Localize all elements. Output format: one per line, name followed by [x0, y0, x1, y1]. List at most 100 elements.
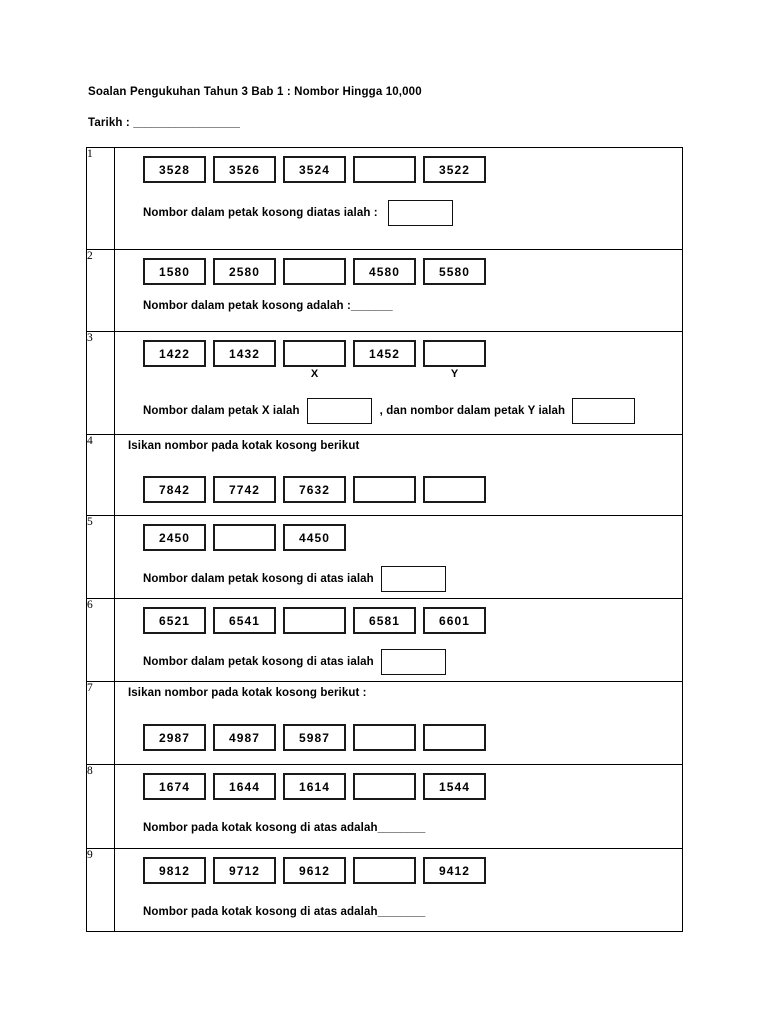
- xy-label: [213, 368, 276, 380]
- instruction-text: Isikan nombor pada kotak kosong berikut: [128, 440, 360, 452]
- answer-box[interactable]: [387, 200, 453, 226]
- number-box: 4450: [283, 524, 346, 551]
- number-box: 3522: [423, 156, 486, 183]
- question-prompt-row: Nombor dalam petak X ialah , dan nombor …: [115, 380, 682, 424]
- question-prompt-row: Nombor dalam petak kosong di atas ialah: [115, 551, 682, 592]
- number-box: 6601: [423, 607, 486, 634]
- question-body-9: 9812 9712 9612 9412 Nombor pada kotak ko…: [114, 848, 683, 932]
- answer-box-x[interactable]: [306, 398, 372, 424]
- prompt-text: Nombor dalam petak kosong di atas ialah: [143, 573, 374, 585]
- number-box: 5580: [423, 258, 486, 285]
- number-box: 3524: [283, 156, 346, 183]
- answer-blank-rule[interactable]: ________: [377, 822, 426, 834]
- number-box-strip: 7842 7742 7632: [115, 452, 682, 503]
- table-row: 1 3528 3526 3524 3522 Nombor dalam petak…: [86, 147, 683, 250]
- number-box-blank-y[interactable]: [423, 340, 486, 367]
- number-box: 1452: [353, 340, 416, 367]
- number-box-blank[interactable]: [423, 476, 486, 503]
- number-box-blank[interactable]: [283, 258, 346, 285]
- question-number: 9: [86, 848, 115, 932]
- number-box-blank-x[interactable]: [283, 340, 346, 367]
- xy-label: [353, 368, 416, 380]
- question-body-3: 1422 1432 1452 X Y Nombor dalam: [114, 331, 683, 435]
- number-box: 4580: [353, 258, 416, 285]
- number-box: 2580: [213, 258, 276, 285]
- number-box-blank[interactable]: [353, 156, 416, 183]
- answer-box[interactable]: [380, 566, 446, 592]
- question-body-8: 1674 1644 1614 1544 Nombor pada kotak ko…: [114, 764, 683, 849]
- question-number: 7: [86, 681, 115, 765]
- questions-table: 1 3528 3526 3524 3522 Nombor dalam petak…: [86, 147, 683, 932]
- question-prompt-row: Nombor dalam petak kosong di atas ialah: [115, 634, 682, 675]
- number-box: 7632: [283, 476, 346, 503]
- question-number: 8: [86, 764, 115, 849]
- number-box: 6581: [353, 607, 416, 634]
- prompt-text: Nombor pada kotak kosong di atas adalah: [143, 822, 378, 834]
- answer-box[interactable]: [380, 649, 446, 675]
- table-row: 9 9812 9712 9612 9412 Nombor pada kotak …: [86, 848, 683, 932]
- question-number: 1: [86, 147, 115, 250]
- table-row: 5 2450 4450 Nombor dalam petak kosong di…: [86, 515, 683, 599]
- number-box: 1422: [143, 340, 206, 367]
- number-box: 1580: [143, 258, 206, 285]
- number-box-strip: 1674 1644 1614 1544: [115, 765, 682, 800]
- number-box: 3526: [213, 156, 276, 183]
- number-box-strip: 3528 3526 3524 3522: [115, 148, 682, 183]
- number-box-blank[interactable]: [353, 773, 416, 800]
- prompt-text: Nombor dalam petak kosong adalah :: [143, 300, 351, 312]
- date-blank-rule[interactable]: __________________: [133, 117, 240, 129]
- number-box: 1614: [283, 773, 346, 800]
- number-box-blank[interactable]: [213, 524, 276, 551]
- question-number: 2: [86, 249, 115, 332]
- table-row: 2 1580 2580 4580 5580 Nombor dalam petak…: [86, 249, 683, 332]
- question-prompt-row: Nombor dalam petak kosong diatas ialah :: [115, 183, 682, 226]
- table-row: 8 1674 1644 1614 1544 Nombor pada kotak …: [86, 764, 683, 849]
- number-box: 9712: [213, 857, 276, 884]
- number-box-strip: 2450 4450: [115, 516, 682, 551]
- number-box: 1644: [213, 773, 276, 800]
- number-box-strip: 9812 9712 9612 9412: [115, 849, 682, 884]
- number-box: 6521: [143, 607, 206, 634]
- question-number: 4: [86, 434, 115, 516]
- number-box: 6541: [213, 607, 276, 634]
- answer-blank-rule[interactable]: ________: [377, 906, 426, 918]
- number-box: 1674: [143, 773, 206, 800]
- number-box: 9412: [423, 857, 486, 884]
- answer-blank-rule[interactable]: _______: [350, 300, 393, 312]
- table-row: 3 1422 1432 1452 X Y: [86, 331, 683, 435]
- question-body-2: 1580 2580 4580 5580 Nombor dalam petak k…: [114, 249, 683, 332]
- instruction-text: Isikan nombor pada kotak kosong berikut …: [128, 687, 367, 699]
- number-box-blank[interactable]: [423, 724, 486, 751]
- number-box-blank[interactable]: [283, 607, 346, 634]
- number-box: 7742: [213, 476, 276, 503]
- number-box-blank[interactable]: [353, 476, 416, 503]
- prompt-text: Nombor dalam petak kosong di atas ialah: [143, 656, 374, 668]
- question-number: 3: [86, 331, 115, 435]
- xy-label-x: X: [310, 368, 319, 380]
- number-box-strip: 1580 2580 4580 5580: [115, 250, 682, 285]
- table-row: 7 Isikan nombor pada kotak kosong beriku…: [86, 681, 683, 765]
- question-body-5: 2450 4450 Nombor dalam petak kosong di a…: [114, 515, 683, 599]
- number-box-blank[interactable]: [353, 724, 416, 751]
- question-number: 6: [86, 598, 115, 682]
- answer-box-y[interactable]: [572, 398, 636, 424]
- question-body-4: Isikan nombor pada kotak kosong berikut …: [114, 434, 683, 516]
- number-box: 7842: [143, 476, 206, 503]
- number-box: 5987: [283, 724, 346, 751]
- question-prompt-row: Nombor pada kotak kosong di atas adalah …: [115, 884, 682, 918]
- table-row: 6 6521 6541 6581 6601 Nombor dalam petak…: [86, 598, 683, 682]
- number-box-strip: 6521 6541 6581 6601: [115, 599, 682, 634]
- number-box-blank[interactable]: [353, 857, 416, 884]
- number-box-strip: 2987 4987 5987: [115, 699, 682, 751]
- number-box: 2987: [143, 724, 206, 751]
- number-box: 2450: [143, 524, 206, 551]
- number-box: 9812: [143, 857, 206, 884]
- question-prompt-row: Nombor pada kotak kosong di atas adalah …: [115, 800, 682, 834]
- prompt-text-y: , dan nombor dalam petak Y ialah: [379, 405, 566, 417]
- number-box: 3528: [143, 156, 206, 183]
- prompt-text: Nombor pada kotak kosong di atas adalah: [143, 906, 378, 918]
- number-box: 9612: [283, 857, 346, 884]
- question-prompt-row: Nombor dalam petak kosong adalah :______…: [115, 285, 682, 312]
- xy-label: [143, 368, 206, 380]
